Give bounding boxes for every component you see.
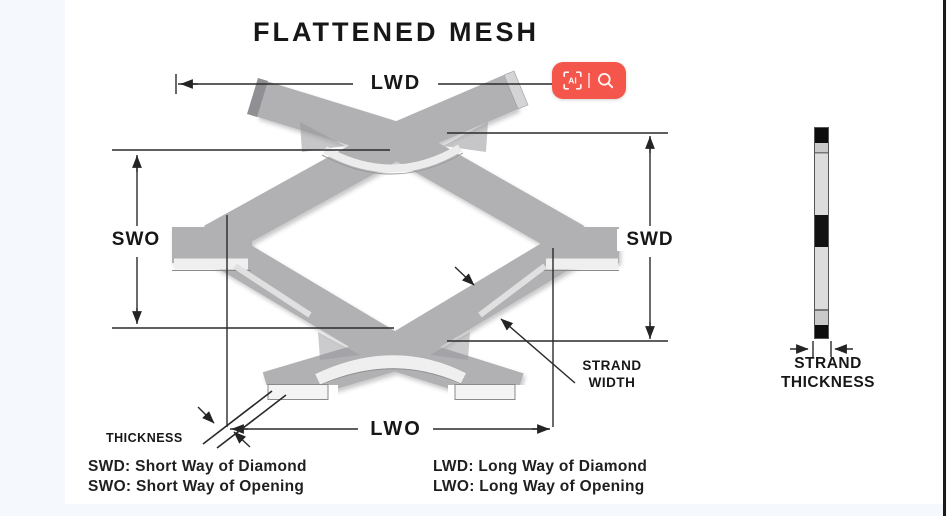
dim-label-lwo: LWO [370, 418, 422, 440]
strand-width-label: STRAND WIDTH [568, 358, 656, 391]
dimension-lines [112, 74, 668, 449]
strand-width-line2: WIDTH [588, 374, 636, 390]
strand-width-line1: STRAND [582, 358, 642, 373]
ai-icon-label: AI [569, 76, 578, 86]
legend-column-right: LWD: Long Way of Diamond LWO: Long Way o… [433, 457, 647, 496]
button-divider [588, 73, 590, 88]
thickness-label: THICKNESS [106, 431, 183, 445]
legend-item-swd: SWD: Short Way of Diamond [88, 458, 307, 475]
dim-label-swo: SWO [103, 229, 169, 251]
strand-thickness-bar [790, 127, 853, 357]
ai-image-search-icon: AI [563, 71, 582, 90]
page-right-border [943, 0, 946, 516]
legend-item-swo: SWO: Short Way of Opening [88, 477, 305, 495]
dim-label-swd: SWD [617, 229, 683, 251]
legend-item-lwd: LWD: Long Way of Diamond [433, 458, 648, 475]
strand-thickness-line1: STRAND [794, 355, 862, 372]
mesh-strands [172, 74, 619, 409]
mesh-details [172, 70, 619, 417]
magnifier-icon [597, 73, 613, 89]
page-title: FLATTENED MESH [253, 17, 539, 47]
legend-item-lwo: LWO: Long Way of Opening [433, 477, 645, 495]
strand-thickness-label: STRAND THICKNESS [754, 354, 902, 392]
image-search-button[interactable]: AI [552, 62, 626, 99]
legend-column-left: SWD: Short Way of Diamond SWO: Short Way… [88, 457, 307, 496]
dim-label-lwd: LWD [370, 72, 422, 94]
strand-thickness-line2: THICKNESS [780, 374, 876, 391]
